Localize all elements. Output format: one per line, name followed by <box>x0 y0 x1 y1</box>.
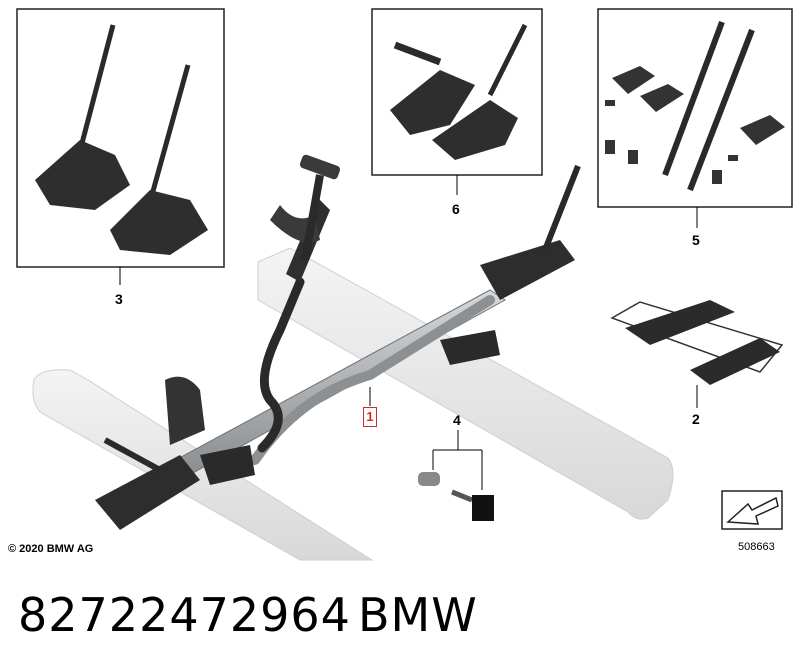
small-parts-5 <box>605 20 785 192</box>
direction-symbol-icon <box>721 490 783 530</box>
reference-number: 508663 <box>738 541 775 553</box>
lock-set-part-4 <box>418 430 494 521</box>
callout-2: 2 <box>692 411 700 427</box>
part-number: 82722472964 <box>18 588 351 642</box>
downtube-arm <box>257 154 341 453</box>
callout-6: 6 <box>452 201 460 217</box>
protective-mat-part-2 <box>610 300 784 385</box>
wheel-clamp-part-3 <box>35 24 208 255</box>
callout-4: 4 <box>453 412 461 428</box>
callout-1-highlighted: 1 <box>363 407 377 427</box>
wheel-holder-front <box>95 376 255 530</box>
adapter-part-6 <box>390 23 528 160</box>
callout-3: 3 <box>115 291 123 307</box>
copyright-notice: © 2020 BMW AG <box>8 543 94 555</box>
callout-5: 5 <box>692 232 700 248</box>
wheel-holder-rear <box>440 164 581 365</box>
brand-name: BMW <box>358 588 478 642</box>
roof-rail-rear <box>257 247 674 520</box>
